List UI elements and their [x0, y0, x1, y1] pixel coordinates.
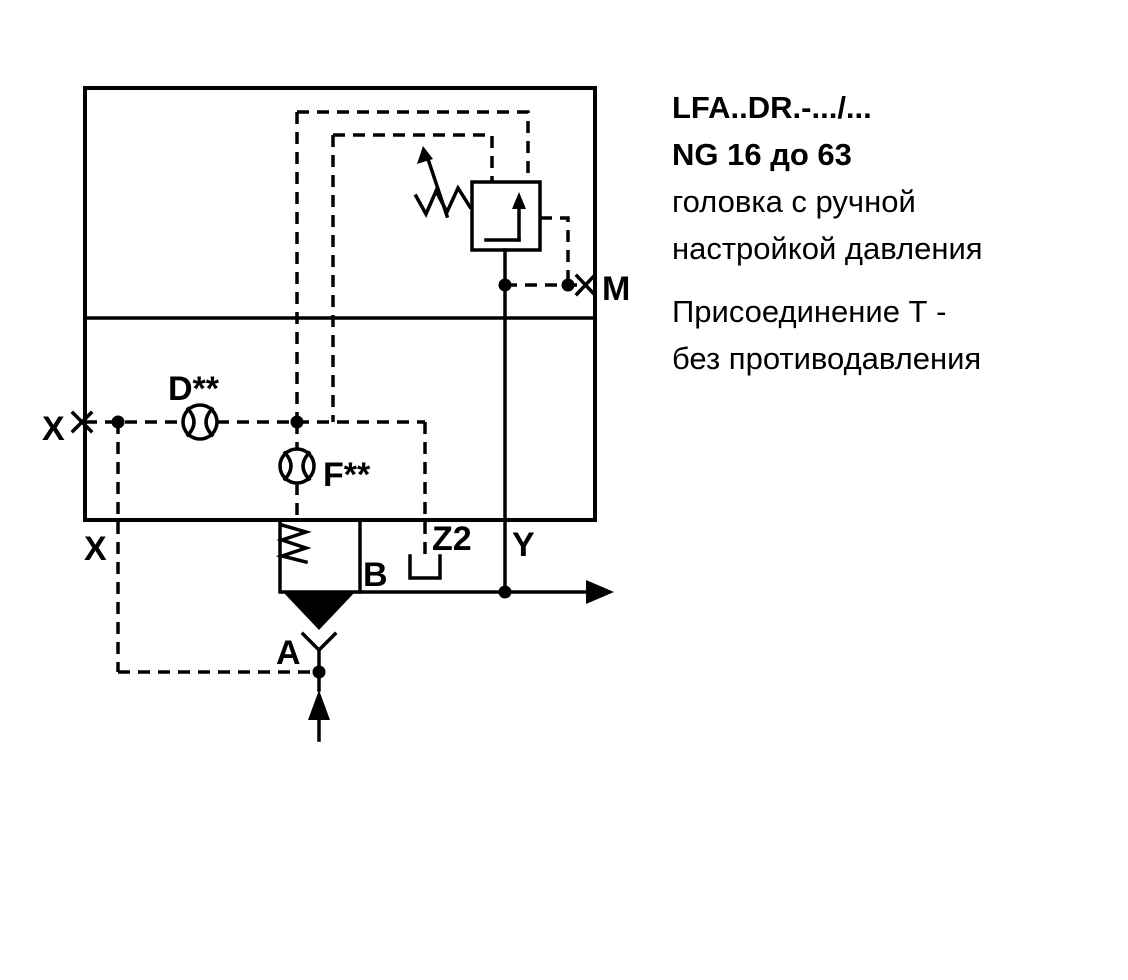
port-m-label: M	[602, 270, 630, 308]
orifice-f-arc-left	[282, 450, 293, 482]
junction-dot-pilot	[290, 415, 304, 429]
orifice-f-label: F**	[323, 456, 371, 494]
main-valve-chamber	[278, 518, 362, 594]
junction-dot-m-left	[498, 278, 512, 292]
junction-dot-m-right	[561, 278, 575, 292]
title-block: LFA..DR.-.../... NG 16 до 63 головка с р…	[672, 84, 983, 382]
orifice-d-label: D**	[168, 370, 220, 408]
pilot-x-label: X	[84, 530, 107, 568]
orifice-f-arc-right	[301, 450, 312, 482]
model-code: LFA..DR.-.../...	[672, 90, 872, 125]
adjust-arrow-line	[424, 153, 450, 219]
port-y-label: Y	[512, 526, 535, 564]
adjust-arrowhead	[417, 146, 433, 164]
size-range: NG 16 до 63	[672, 137, 852, 172]
poppet-triangle	[283, 592, 355, 630]
port-a-arrowhead	[308, 690, 330, 720]
valve-seat	[300, 631, 338, 653]
z2-port-bracket	[408, 554, 442, 580]
port-a-label: A	[276, 634, 301, 672]
junction-dot-y	[498, 585, 512, 599]
port-m-plug-mark-2	[574, 273, 597, 297]
description-line-3: Присоединение Т -	[672, 294, 947, 329]
relief-flow-arrowhead	[512, 192, 526, 209]
description-line-2: настройкой давления	[672, 231, 983, 266]
port-x-label: X	[42, 410, 65, 448]
junction-dot-x	[111, 415, 125, 429]
description-line-1: головка с ручной	[672, 184, 916, 219]
orifice-d-arc-right	[204, 406, 215, 438]
port-b-label: B	[363, 556, 388, 594]
filled-symbols	[111, 146, 614, 720]
description-line-4: без противодавления	[672, 341, 982, 376]
pilot-loop-outer	[297, 110, 530, 182]
orifice-d-arc-left	[185, 406, 196, 438]
pilot-loop-inner	[333, 133, 494, 182]
port-x-plug-mark-2	[70, 410, 94, 434]
port-z2-label: Z2	[432, 520, 472, 558]
port-b-arrowhead	[586, 580, 614, 604]
relief-drain-line	[540, 216, 570, 285]
main-valve-spring	[275, 522, 312, 565]
junction-dot-a	[312, 665, 326, 679]
diagram-labels: X D** F** X B Z2 Y A M	[42, 270, 630, 672]
